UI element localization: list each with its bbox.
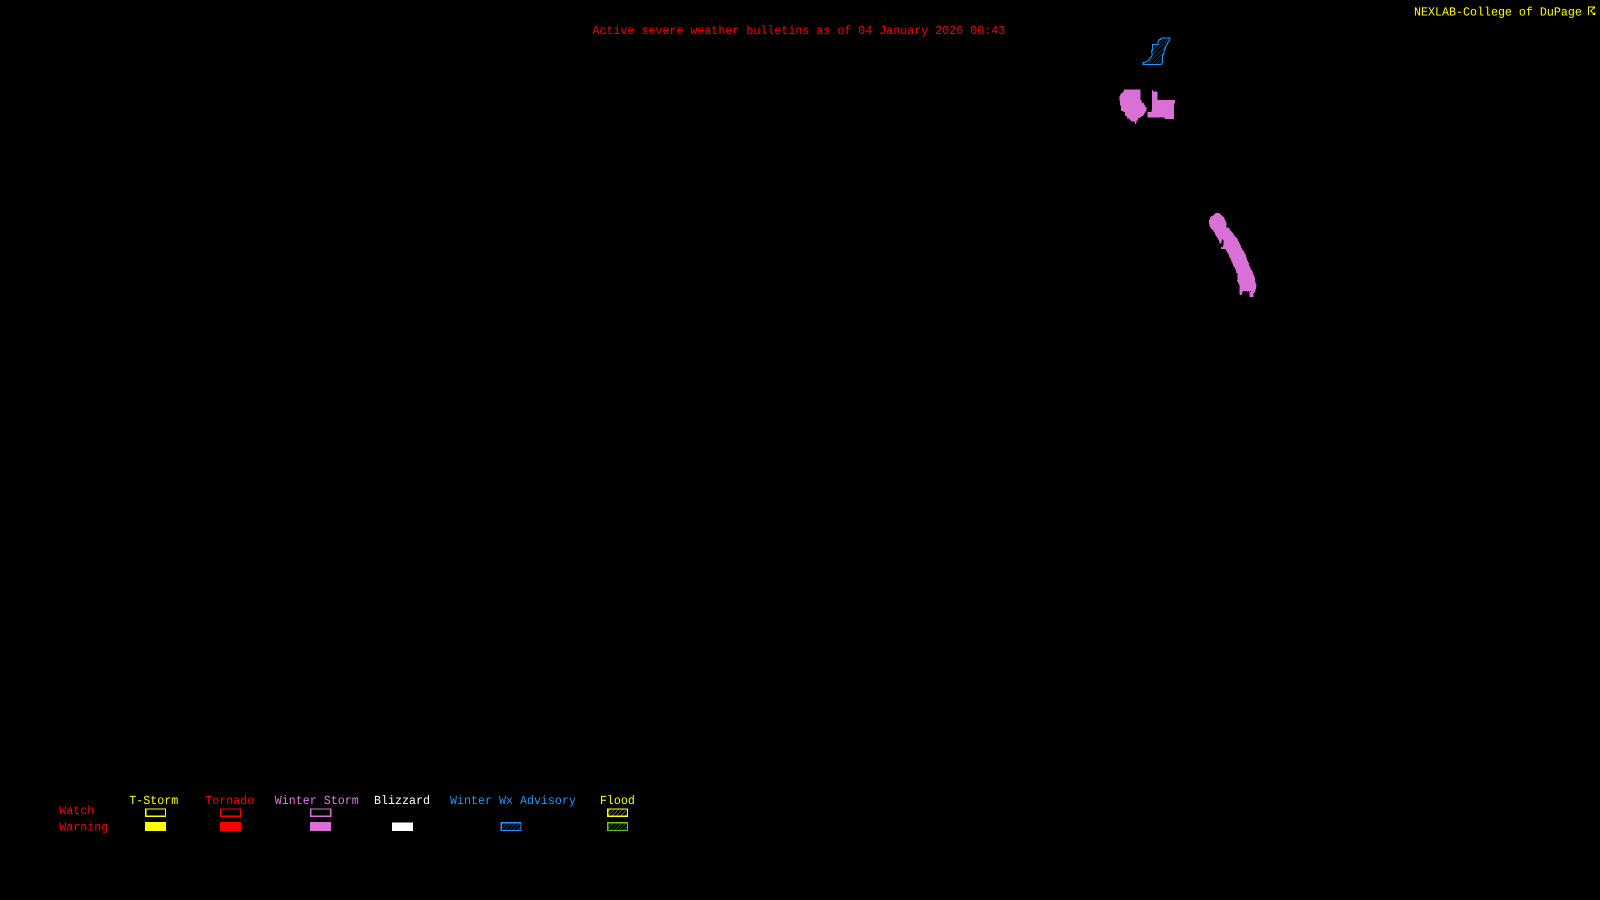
svg-text:Winter Storm: Winter Storm (275, 793, 359, 808)
svg-text:Flood: Flood (600, 793, 635, 808)
svg-text:Active severe weather bulletin: Active severe weather bulletins as of 04… (593, 24, 1006, 39)
svg-text:Tornado: Tornado (205, 793, 254, 808)
svg-text:Warning: Warning (59, 820, 108, 835)
svg-text:Watch: Watch (59, 803, 94, 818)
svg-text:T-Storm: T-Storm (129, 793, 178, 808)
svg-text:Winter Wx Advisory: Winter Wx Advisory (450, 793, 576, 808)
svg-text:Blizzard: Blizzard (374, 793, 430, 808)
svg-text:NEXLAB-College of DuPage: NEXLAB-College of DuPage (1414, 5, 1582, 20)
